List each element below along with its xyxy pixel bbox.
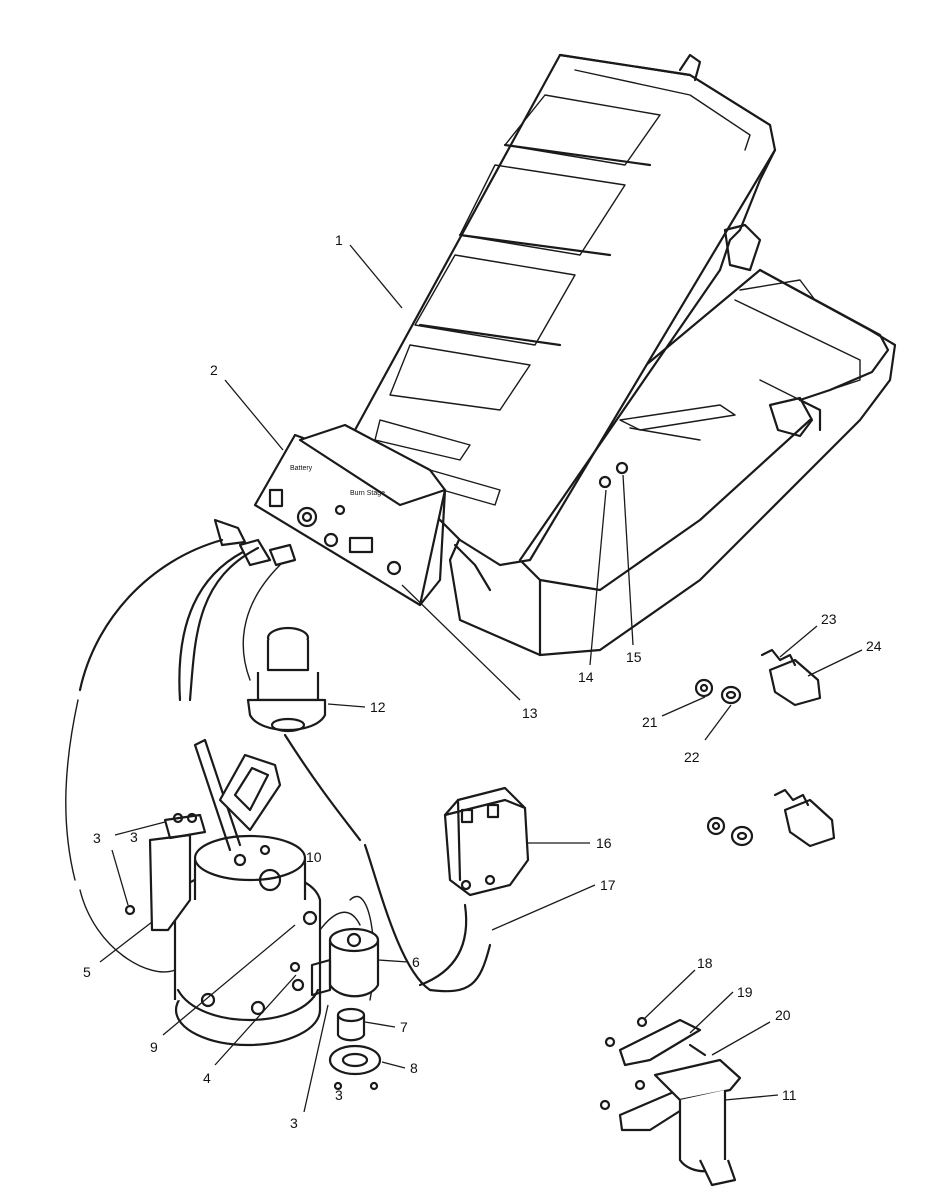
callout-5: 5 xyxy=(83,964,91,980)
disc-part-8 xyxy=(328,1044,382,1091)
callout-15: 15 xyxy=(626,649,642,665)
callout-18: 18 xyxy=(697,955,713,971)
callout-19: 19 xyxy=(737,984,753,1000)
bracket-part-5 xyxy=(124,812,207,932)
callout-6: 6 xyxy=(412,954,420,970)
callout-8: 8 xyxy=(410,1060,418,1076)
spacer-part-7 xyxy=(336,1007,366,1042)
callout-7: 7 xyxy=(400,1019,408,1035)
leader-lines xyxy=(99,244,863,1113)
callout-9: 9 xyxy=(150,1039,158,1055)
control-panel: Battery Burn Stage xyxy=(253,423,447,607)
callout-4: 4 xyxy=(203,1070,211,1086)
callout-22: 22 xyxy=(684,749,700,765)
svg-text:Battery: Battery xyxy=(290,465,313,472)
callout-23: 23 xyxy=(821,611,837,627)
callout-20: 20 xyxy=(775,1007,791,1023)
callout-21: 21 xyxy=(642,714,658,730)
callout-labels: 1 2 3 3 3 3 4 5 6 7 8 9 10 11 12 13 14 1… xyxy=(83,232,882,1131)
callout-24: 24 xyxy=(866,638,882,654)
clamp-assembly xyxy=(599,1016,742,1187)
callout-17: 17 xyxy=(600,877,616,893)
callout-12: 12 xyxy=(370,699,386,715)
transformer-part-16 xyxy=(443,786,530,897)
callout-2: 2 xyxy=(210,362,218,378)
case-lid xyxy=(353,53,777,567)
callout-3c: 3 xyxy=(290,1115,298,1131)
solenoid-part-6 xyxy=(310,911,380,998)
terminal-set-upper xyxy=(694,648,822,707)
callout-16: 16 xyxy=(596,835,612,851)
callout-3a: 3 xyxy=(93,830,101,846)
callout-14: 14 xyxy=(578,669,594,685)
pump-body xyxy=(173,738,322,1047)
callout-10: 10 xyxy=(306,849,322,865)
callout-13: 13 xyxy=(522,705,538,721)
svg-text:Burn Stage: Burn Stage xyxy=(350,490,385,497)
case-base xyxy=(448,268,897,657)
cables xyxy=(65,518,492,1001)
callout-3d: 3 xyxy=(335,1087,343,1103)
callout-11: 11 xyxy=(782,1087,797,1103)
terminal-set-lower xyxy=(706,788,836,848)
callout-3b: 3 xyxy=(130,829,138,845)
callout-1: 1 xyxy=(335,232,343,248)
fitting-part-12 xyxy=(246,626,327,733)
